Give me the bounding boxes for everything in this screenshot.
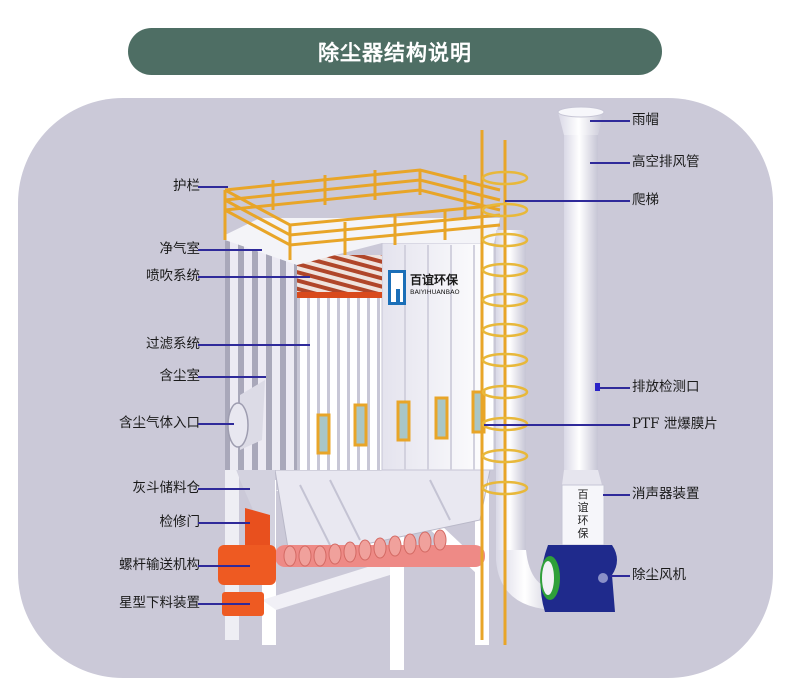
label-star-discharge-valve: 星型下料装置 [119,595,200,611]
inlet-duct [227,380,265,450]
test-port-marker [595,383,600,391]
silencer-char: 百 [577,488,589,501]
vertical-duct [496,230,526,550]
leader-line [198,376,266,378]
leader-line [603,494,630,496]
explosion-vents [316,390,486,455]
logo-name-cn: 百谊环保 [410,273,459,287]
label-guardrail: 护栏 [173,178,200,194]
leader-line [198,344,310,346]
leader-line [610,575,630,577]
screw-conveyor-shape [275,529,485,567]
leader-line [590,162,630,164]
label-dusty-chamber: 含尘室 [159,368,201,384]
silencer-brand-text: 百 谊 环 保 [576,488,590,540]
company-logo [388,270,406,305]
filter-bags [297,265,382,470]
leader-line [198,186,228,188]
label-exhaust-stack: 高空排风管 [632,154,700,170]
silencer-char: 保 [577,527,589,540]
silencer-char: 谊 [577,501,589,514]
leader-line [198,488,250,490]
leader-line [198,603,250,605]
label-ladder: 爬梯 [632,192,659,208]
pulse-jet-pipes [297,255,382,295]
label-emission-test-port: 排放检测口 [632,379,700,395]
ladder-shape [480,130,507,645]
leader-line [198,276,310,278]
leader-line [198,565,250,567]
logo-name-en: BAIYIHUANBAO [410,288,460,296]
label-filter-system: 过滤系统 [146,336,200,352]
leader-line [590,120,630,122]
label-rain-cap: 雨帽 [632,112,659,128]
ladder-cage-rings [481,170,529,496]
title-banner: 除尘器结构说明 [128,28,662,75]
label-pulse-jet-system: 喷吹系统 [146,268,200,284]
fan-shape [540,545,617,612]
leader-line [600,387,630,389]
label-clean-air-chamber: 净气室 [159,241,201,257]
label-ash-hopper: 灰斗储料仓 [132,480,201,496]
label-ptf-explosion-vent: PTF 泄爆膜片 [632,416,718,432]
page-title: 除尘器结构说明 [318,40,472,65]
label-dust-fan: 除尘风机 [632,567,686,583]
leader-line [198,423,234,425]
silencer-char: 环 [577,514,589,527]
leader-line [484,424,630,426]
leader-line [198,249,262,251]
guardrail-shape [223,168,501,260]
label-dusty-gas-inlet: 含尘气体入口 [119,415,200,431]
top-deck [225,218,500,265]
exhaust-stack-shape [557,106,605,485]
label-silencer: 消声器装置 [632,486,700,502]
label-screw-conveyor: 螺杆输送机构 [119,557,200,573]
leader-line [198,522,250,524]
leader-line [505,200,630,202]
label-access-door: 检修门 [159,514,201,530]
